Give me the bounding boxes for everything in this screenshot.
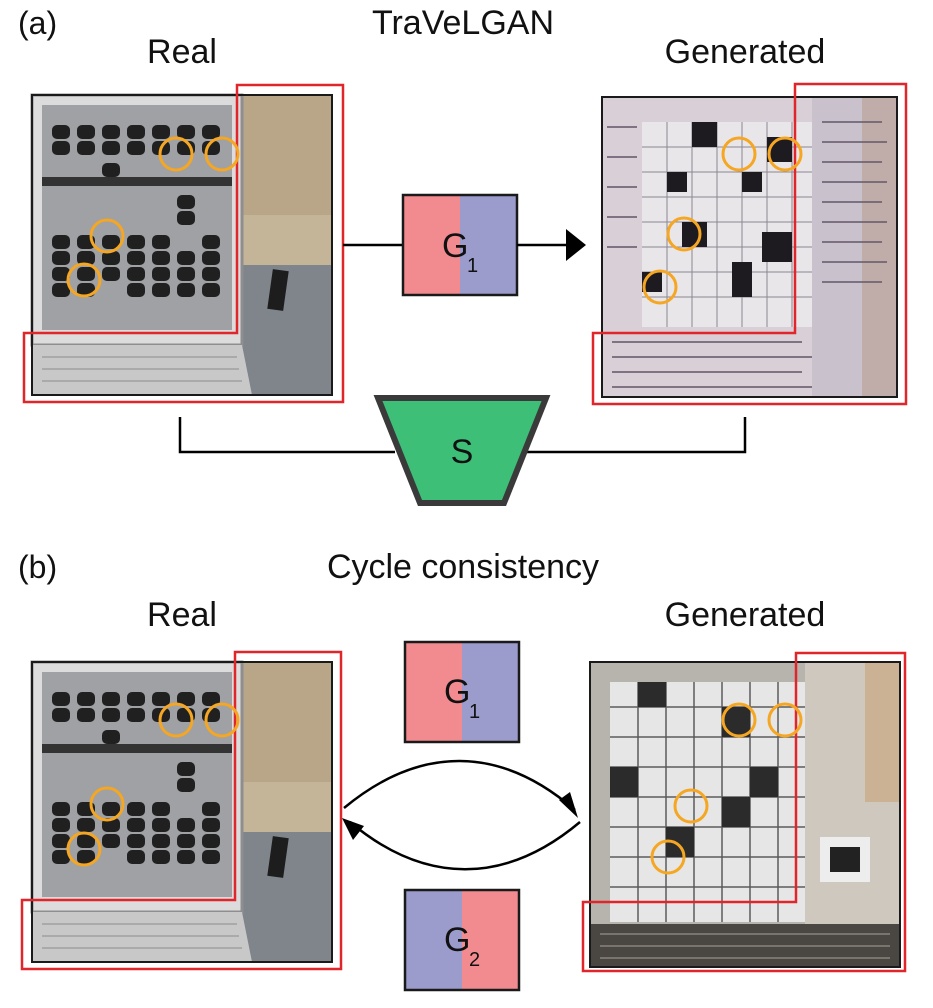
panel-b-real-image xyxy=(30,660,334,964)
panel-b-generator-g1: G 1 xyxy=(403,640,521,744)
panel-b-generated-highlight xyxy=(581,651,907,973)
panel-a-arrowhead xyxy=(566,229,586,261)
panel-a-generated-circles xyxy=(642,136,803,305)
panel-a-siamese-right-connector xyxy=(527,417,747,454)
panel-b-g2-letter: G xyxy=(444,921,470,959)
panel-a-tag: (a) xyxy=(18,5,57,41)
panel-a-real-image xyxy=(30,93,334,397)
panel-b-real-circles xyxy=(66,702,240,867)
panel-a-real-circles xyxy=(66,136,240,298)
panel-b-tag: (b) xyxy=(18,549,57,585)
panel-b: (b) Cycle consistency Real Generated G 1 xyxy=(18,548,907,992)
panel-a-generated-highlight xyxy=(591,82,908,406)
panel-a-siamese-left-connector xyxy=(178,417,395,454)
panel-b-generated-label: Generated xyxy=(665,596,826,634)
panel-b-backward-arrowhead xyxy=(342,818,364,840)
panel-a-generated-image xyxy=(601,96,898,398)
panel-b-generated-image xyxy=(589,661,901,968)
panel-b-g1-letter: G xyxy=(444,673,470,711)
panel-b-forward-arrowhead xyxy=(559,792,578,818)
panel-a-title: TraVeLGAN xyxy=(372,4,554,42)
panel-b-backward-arrow xyxy=(349,821,581,871)
panel-b-generated-circles xyxy=(650,702,803,875)
panel-b-g2-subscript: 2 xyxy=(469,949,480,971)
panel-b-title: Cycle consistency xyxy=(327,548,599,586)
panel-b-real-highlight xyxy=(20,650,343,971)
panel-b-forward-arrow xyxy=(343,759,576,811)
panel-a-real-highlight xyxy=(22,83,345,404)
panel-a-generator-g1: G 1 xyxy=(401,193,519,297)
panel-a-siamese-letter: S xyxy=(451,433,474,471)
panel-a-g1-letter: G xyxy=(442,227,468,265)
panel-a-generated-label: Generated xyxy=(665,33,826,71)
panel-b-generator-g2: G 2 xyxy=(403,888,521,992)
panel-b-real-label: Real xyxy=(147,596,217,634)
panel-a-siamese-s: S xyxy=(373,395,551,506)
panel-b-g1-subscript: 1 xyxy=(469,701,480,723)
panel-a: (a) TraVeLGAN Real Generated G 1 xyxy=(18,4,908,506)
panel-a-g1-subscript: 1 xyxy=(467,255,478,277)
panel-a-real-label: Real xyxy=(147,33,217,71)
